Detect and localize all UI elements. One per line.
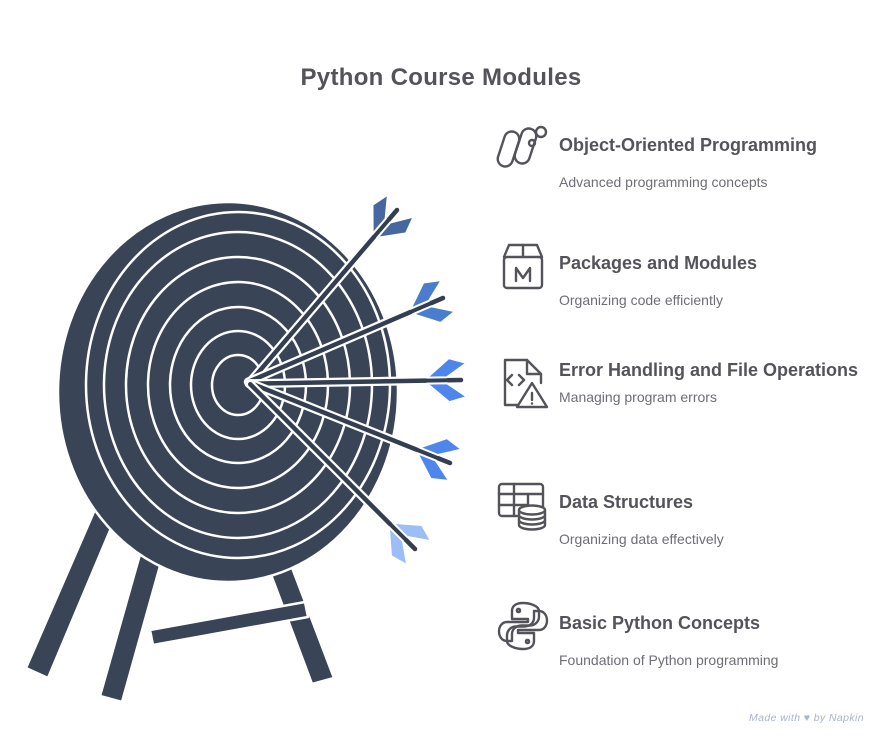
error-file-icon (495, 353, 551, 409)
python-icon (495, 598, 551, 654)
module-item-data-structures: Data Structures Organizing data effectiv… (495, 477, 881, 548)
module-title: Data Structures (559, 492, 694, 512)
module-item-oop: Object-Oriented Programming Advanced pro… (495, 120, 881, 191)
module-subtitle: Foundation of Python programming (559, 652, 779, 668)
dartboard-svg (24, 193, 469, 704)
target-board (56, 200, 400, 584)
module-item-packages: Packages and Modules Organizing code eff… (495, 238, 881, 309)
oop-icon (495, 120, 551, 176)
arrow-3 (244, 357, 469, 404)
target-illustration (24, 193, 469, 704)
module-item-error-handling: Error Handling and File Operations Manag… (495, 353, 881, 409)
module-title: Basic Python Concepts (559, 613, 761, 633)
module-subtitle: Advanced programming concepts (559, 174, 768, 190)
module-title: Object-Oriented Programming (559, 135, 818, 155)
page-title: Python Course Modules (300, 64, 582, 92)
module-subtitle: Organizing code efficiently (559, 292, 723, 308)
module-item-basic-python: Basic Python Concepts Foundation of Pyth… (495, 598, 881, 669)
module-subtitle: Managing program errors (559, 389, 717, 405)
arrow-5 (245, 379, 433, 567)
napkin-watermark: Made with ♥ by Napkin (748, 712, 864, 724)
package-icon (495, 238, 551, 294)
arrow-2 (243, 279, 457, 387)
module-title: Packages and Modules (559, 253, 758, 273)
module-list: Object-Oriented Programming Advanced pro… (495, 0, 882, 744)
module-title: Error Handling and File Operations (559, 360, 859, 380)
arrow-4 (246, 379, 463, 483)
data-structures-icon (495, 477, 551, 533)
module-subtitle: Organizing data effectively (559, 531, 724, 547)
arrow-1 (245, 193, 415, 387)
